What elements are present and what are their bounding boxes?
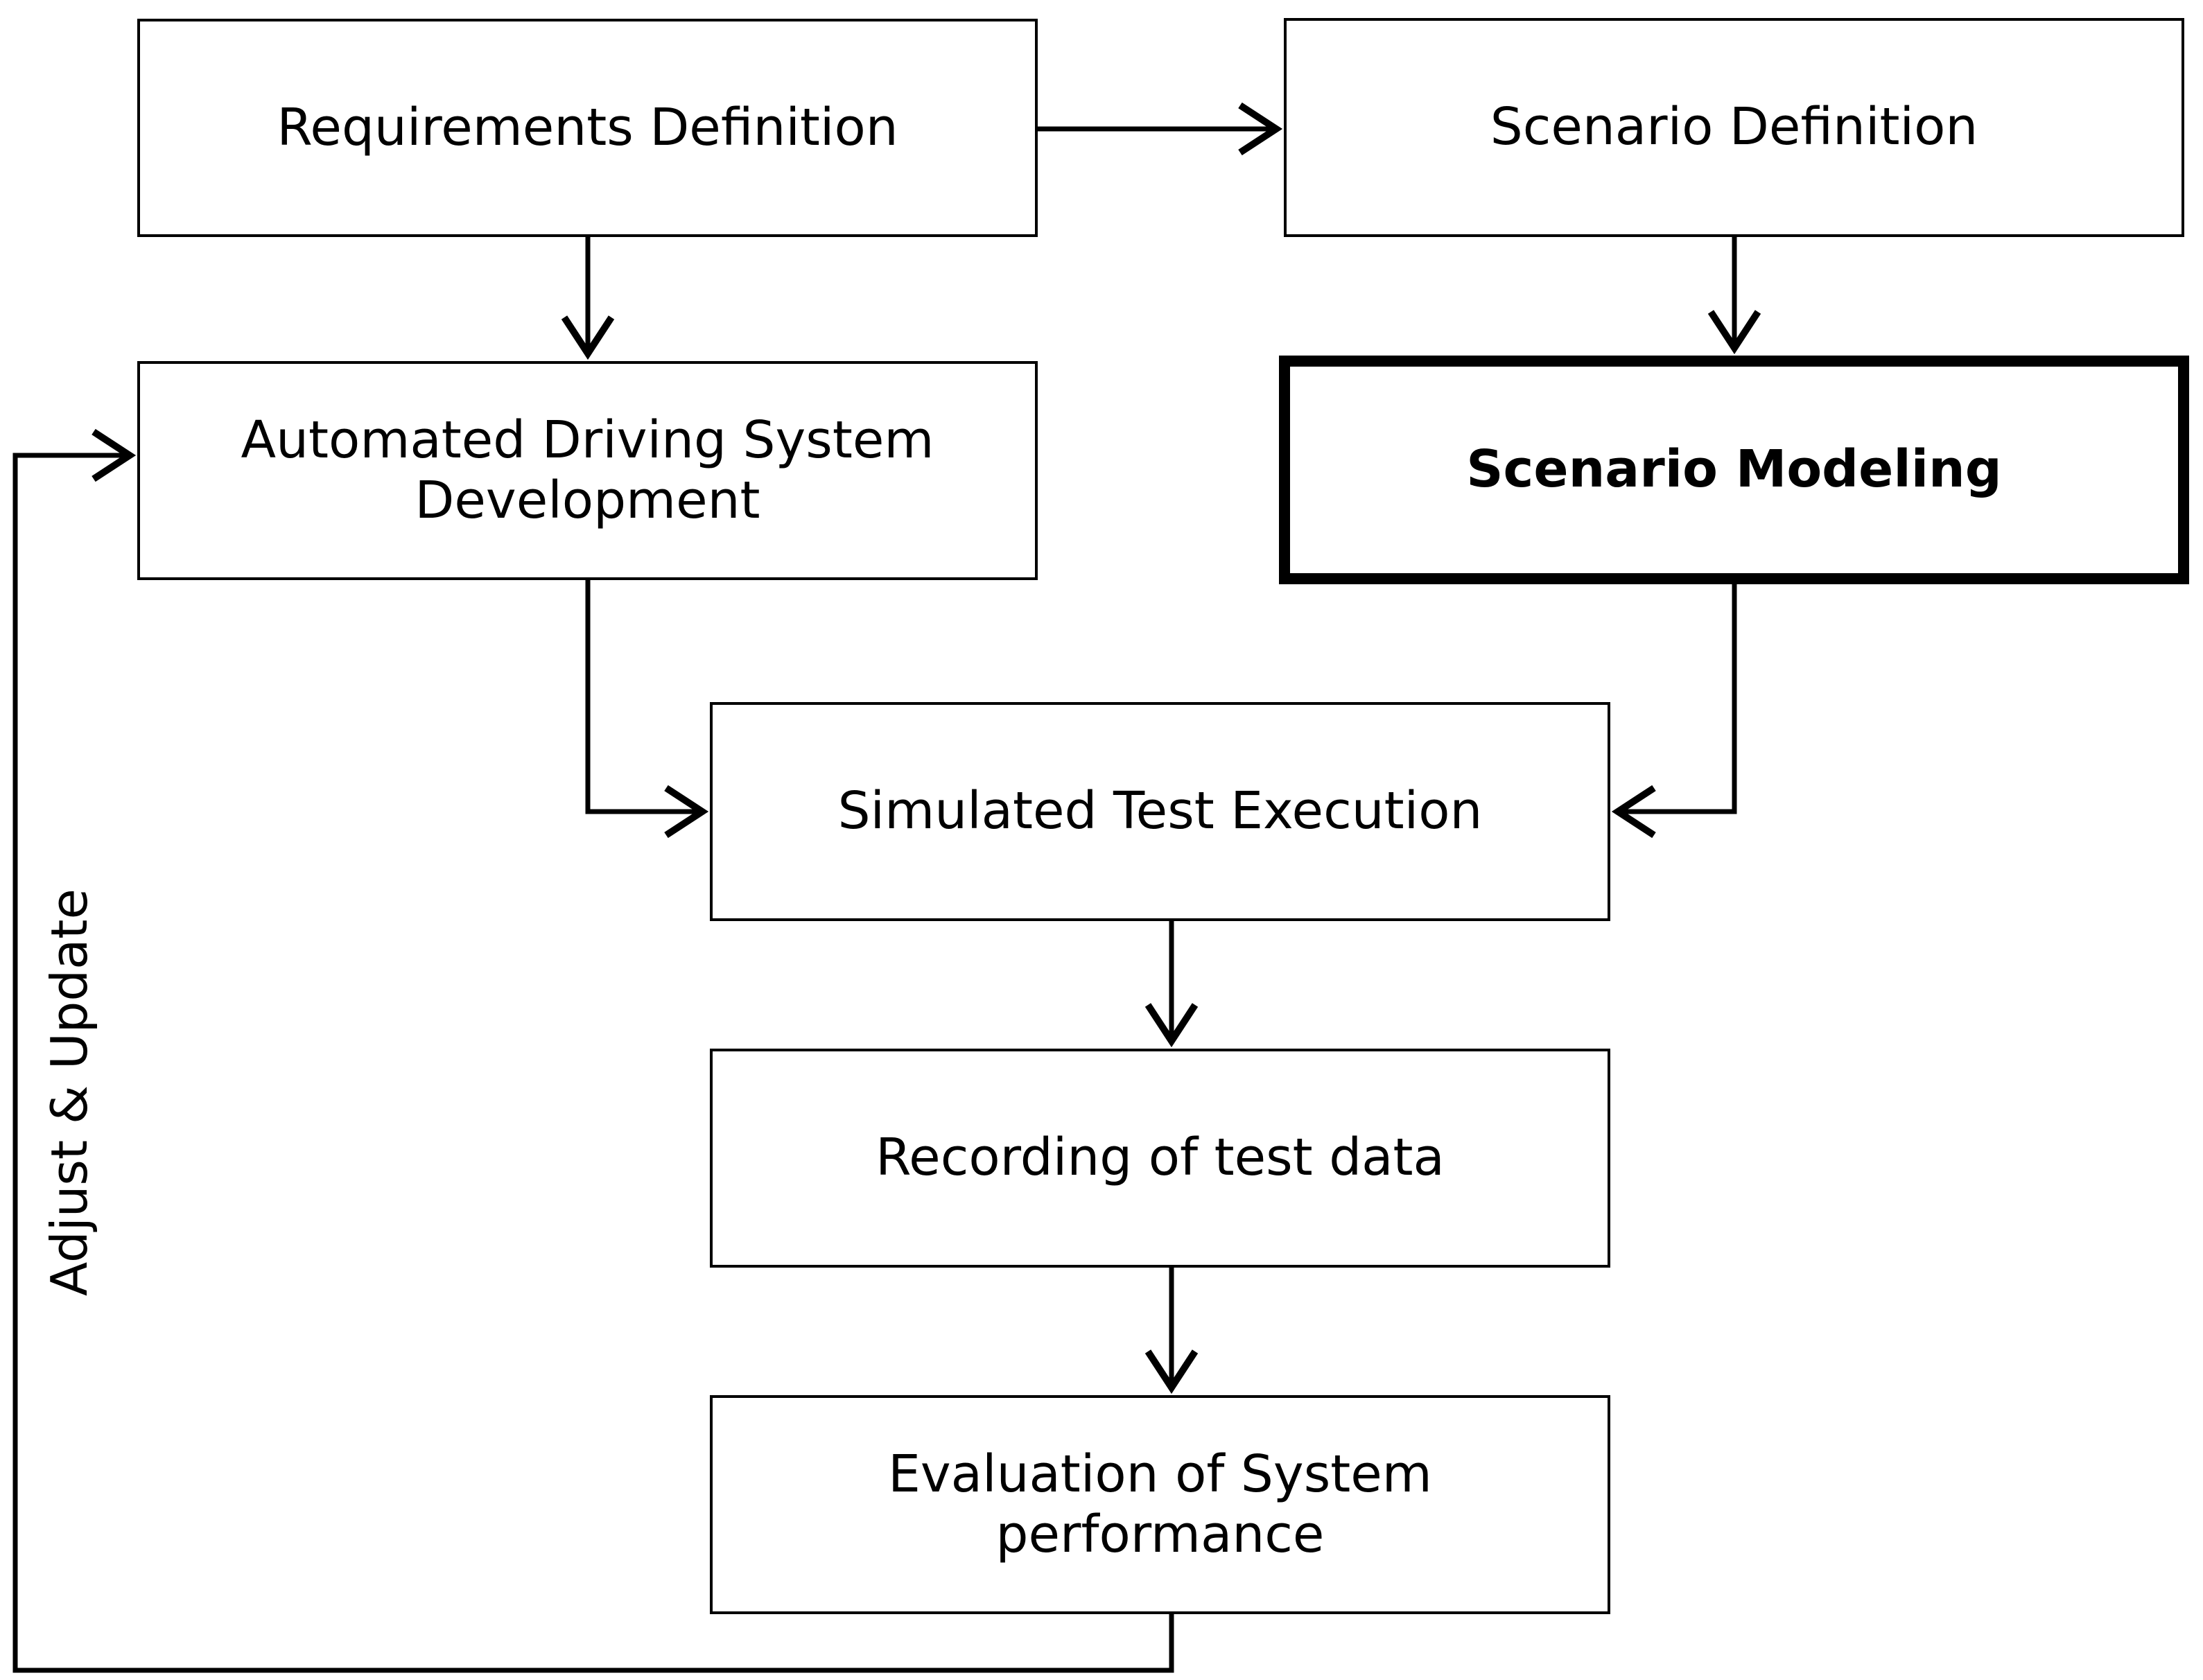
edge-ads-development-to-simulated-test-execution: [585, 580, 702, 814]
arrowhead-scenario-definition-to-scenario-modeling: [1707, 310, 1761, 355]
adjust-and-update-label: Adjust & Update: [40, 889, 98, 1296]
node-label-scenario-modeling: Scenario Modeling: [1466, 439, 2002, 500]
node-label-ads-development: Automated Driving System Development: [241, 410, 934, 530]
node-label-simulated-test-execution: Simulated Test Execution: [837, 781, 1483, 841]
node-label-requirements-definition: Requirements Definition: [277, 97, 898, 157]
arrowhead-recording-to-evaluation: [1144, 1349, 1199, 1394]
edge-scenario-modeling-to-simulated-test-execution: [1618, 584, 1737, 814]
node-requirements-definition[interactable]: Requirements Definition: [137, 19, 1038, 237]
arrowhead-ads-development-to-simulated-test-execution: [664, 785, 709, 839]
arrowhead-simulated-test-execution-to-recording: [1144, 1003, 1199, 1048]
edge-evaluation-to-ads-development-feedback: [12, 453, 1174, 1673]
node-label-recording-of-test-data: Recording of test data: [876, 1128, 1445, 1188]
node-ads-development[interactable]: Automated Driving System Development: [137, 361, 1038, 580]
node-evaluation-of-system-performance[interactable]: Evaluation of System performance: [710, 1395, 1610, 1614]
node-label-evaluation-of-system-performance: Evaluation of System performance: [888, 1444, 1432, 1564]
node-scenario-modeling[interactable]: Scenario Modeling: [1279, 356, 2189, 584]
arrowhead-scenario-modeling-to-simulated-test-execution: [1611, 785, 1656, 839]
arrowhead-requirements-to-ads-development: [561, 315, 615, 360]
node-recording-of-test-data[interactable]: Recording of test data: [710, 1049, 1610, 1268]
arrowhead-requirements-to-scenario-definition: [1238, 102, 1283, 156]
node-scenario-definition[interactable]: Scenario Definition: [1284, 18, 2184, 237]
node-simulated-test-execution[interactable]: Simulated Test Execution: [710, 702, 1610, 921]
arrowhead-evaluation-to-ads-development-feedback: [92, 428, 137, 482]
node-label-scenario-definition: Scenario Definition: [1490, 97, 1978, 157]
